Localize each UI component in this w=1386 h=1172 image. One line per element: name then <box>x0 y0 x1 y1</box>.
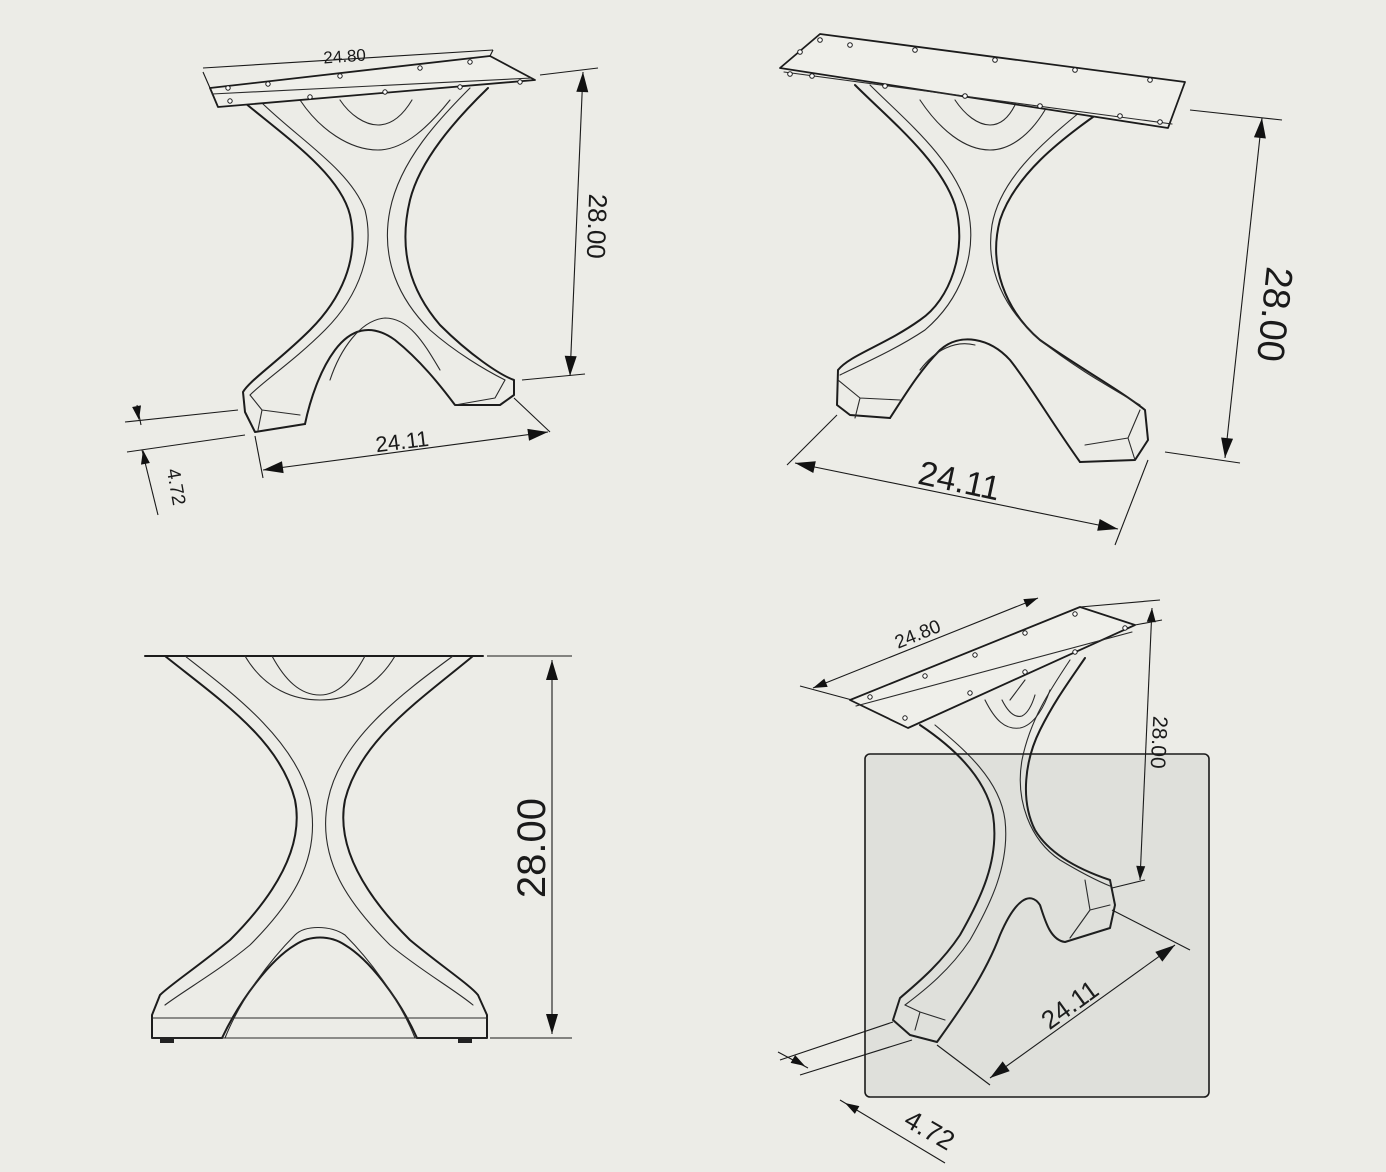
iso-left-dim-top: 24.80 <box>202 46 494 89</box>
iso-bottom-top-length-label: 24.80 <box>892 616 944 653</box>
iso-right-leg-outline <box>836 84 1149 463</box>
front-height-label: 28.00 <box>510 798 554 898</box>
iso-left-leg-outline <box>242 87 515 433</box>
iso-left-height-label: 28.00 <box>581 193 613 259</box>
iso-left-dim-foot: 4.72 <box>124 404 246 516</box>
iso-left-foot-height-label: 4.72 <box>162 467 189 507</box>
iso-left-view: 24.80 28.00 24.11 4.72 <box>124 46 613 516</box>
iso-bottom-height-label: 28.00 <box>1146 715 1172 769</box>
iso-right-top-plate <box>779 33 1186 129</box>
front-view: 28.00 <box>144 655 572 1043</box>
iso-left-top-plate <box>209 55 536 108</box>
iso-left-base-width-label: 24.11 <box>374 426 430 457</box>
front-leg-outline <box>144 655 488 1043</box>
iso-bottom-leg-outline <box>892 657 1116 1043</box>
iso-right-base-width-label: 24.11 <box>915 454 1004 508</box>
iso-right-dim-base: 24.11 <box>786 414 1149 546</box>
selection-box[interactable] <box>864 753 1210 1098</box>
iso-right-view: 28.00 24.11 <box>779 33 1300 546</box>
iso-right-height-label: 28.00 <box>1248 265 1300 364</box>
iso-right-dim-height: 28.00 <box>1164 109 1300 464</box>
iso-left-dim-height: 28.00 <box>521 67 613 381</box>
front-dim-height: 28.00 <box>487 655 572 1039</box>
iso-bottom-foot-height-label: 4.72 <box>899 1104 960 1156</box>
iso-bottom-dim-height: 28.00 <box>1111 607 1172 889</box>
iso-left-top-length-label: 24.80 <box>323 46 367 68</box>
iso-bottom-top-plate <box>849 606 1136 729</box>
iso-left-dim-base: 24.11 <box>254 397 551 479</box>
